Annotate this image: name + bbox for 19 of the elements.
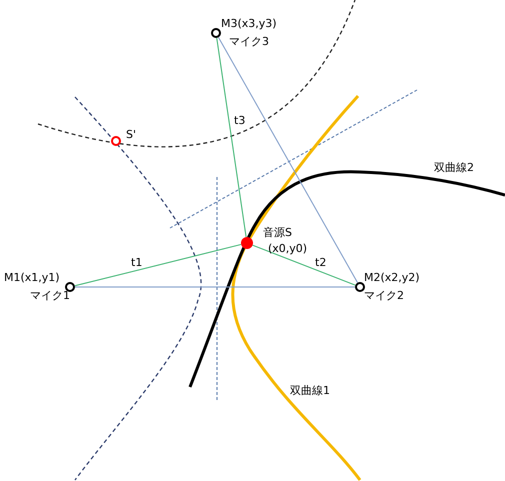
point-label: M1(x1,y1)	[4, 272, 60, 283]
curve-label: 双曲線1	[290, 385, 330, 396]
point-label: マイク2	[364, 290, 404, 301]
point-label: 音源S	[263, 227, 292, 238]
point-label: マイク1	[30, 290, 70, 301]
connector-line	[74, 286, 356, 288]
connector-line	[216, 37, 247, 238]
point-label: S'	[126, 129, 136, 140]
point-label: M3(x3,y3)	[221, 18, 277, 29]
point-label: マイク3	[229, 36, 269, 47]
connector-line	[218, 36, 358, 284]
curve-label: 双曲線2	[434, 162, 474, 173]
connector-line	[252, 244, 356, 286]
edge-label: t1	[130, 257, 144, 268]
edge-label: t2	[314, 257, 328, 268]
point-label: (x0,y0)	[268, 243, 308, 254]
connector-line	[74, 244, 242, 286]
point-label: M2(x2,y2)	[364, 272, 420, 283]
edge-label: t3	[233, 115, 246, 126]
